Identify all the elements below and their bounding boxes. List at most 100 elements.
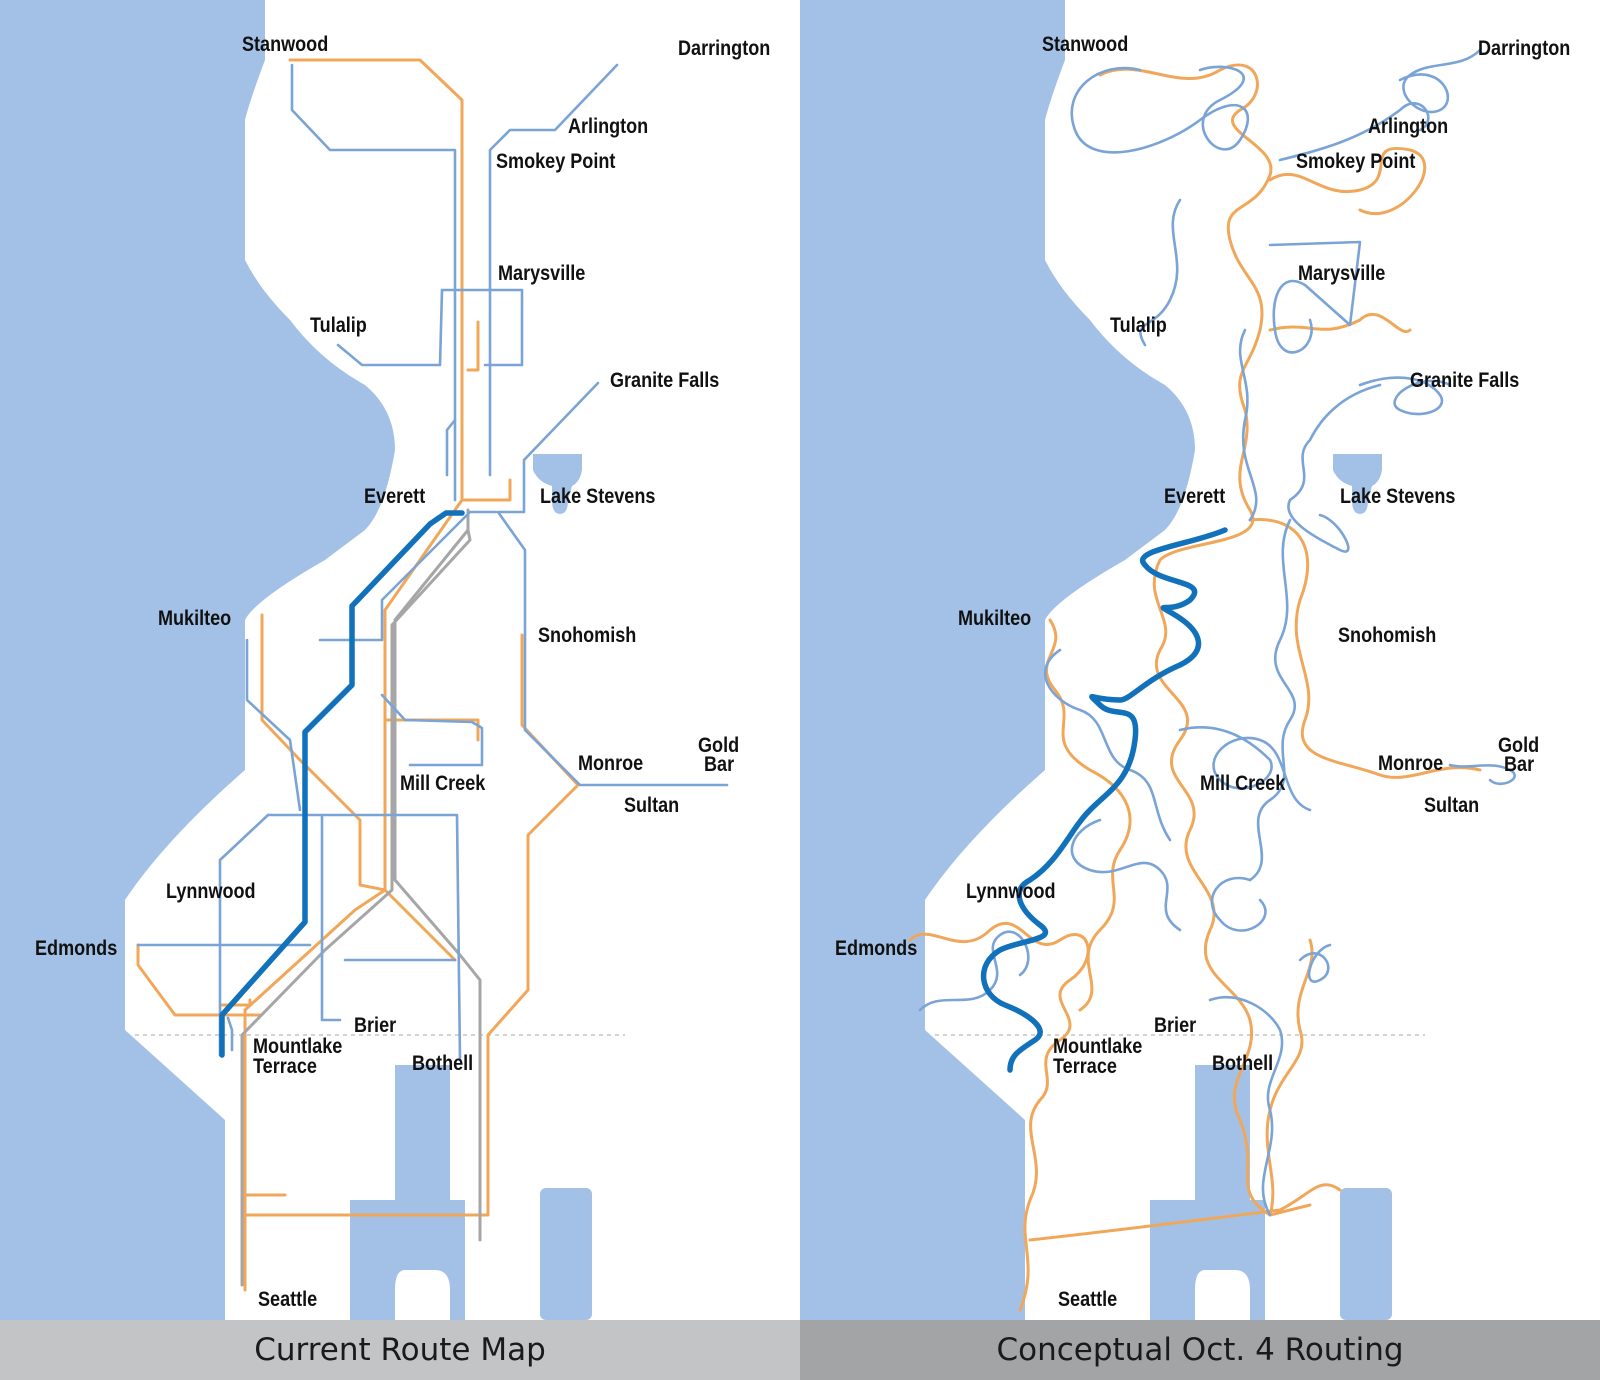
commuter-route: [908, 921, 1090, 1312]
panel-caption: Conceptual Oct. 4 Routing: [800, 1320, 1600, 1380]
lake-washington: [350, 1065, 465, 1320]
local-route: [1139, 198, 1182, 347]
water-bodies: [800, 0, 1392, 1320]
express-routes: [240, 508, 482, 1287]
label-lake-stevens: Lake Stevens: [1340, 485, 1456, 509]
local-route: [318, 510, 498, 642]
label-gold: Gold: [698, 734, 739, 758]
local-route: [266, 813, 462, 1062]
label-mukilteo: Mukilteo: [958, 607, 1031, 631]
label-monroe: Monroe: [1378, 752, 1443, 776]
label-edmonds: Edmonds: [35, 937, 117, 961]
commuter-route: [1098, 63, 1312, 1217]
commuter-route: [243, 58, 464, 1292]
lake-stevens: [533, 454, 582, 514]
conceptual-route-map: Stanwood Darrington Arlington Smokey Poi…: [800, 0, 1570, 1320]
local-route: [290, 63, 457, 502]
commuter-route: [1265, 938, 1314, 1217]
local-routes-squiggle: [918, 48, 1516, 1217]
swift-brt: [219, 510, 465, 1058]
label-arlington: Arlington: [1368, 115, 1448, 139]
commuter-route: [1028, 1183, 1342, 1242]
commuter-route: [136, 943, 262, 1017]
local-route: [1268, 240, 1362, 354]
label-edmonds: Edmonds: [835, 937, 917, 961]
commuter-route: [1045, 618, 1132, 1012]
label-snohomish: Snohomish: [538, 624, 636, 648]
local-route: [1278, 102, 1430, 162]
label-monroe: Monroe: [578, 752, 643, 776]
label-sultan: Sultan: [1424, 794, 1479, 818]
label-granite-falls: Granite Falls: [1410, 369, 1519, 393]
lake-sammamish: [540, 1188, 592, 1320]
label-mountlake: Mountlake: [1053, 1035, 1142, 1059]
local-route: [496, 381, 729, 787]
label-everett: Everett: [1164, 485, 1226, 509]
label-arlington: Arlington: [568, 115, 648, 139]
place-labels: Stanwood Darrington Arlington Smokey Poi…: [35, 33, 770, 1312]
label-smokey-point: Smokey Point: [1296, 150, 1416, 174]
local-route: [380, 693, 484, 767]
label-stanwood: Stanwood: [1042, 33, 1128, 57]
label-mukilteo: Mukilteo: [158, 607, 231, 631]
label-smokey-point: Smokey Point: [496, 150, 616, 174]
label-brier: Brier: [1154, 1014, 1196, 1038]
commuter-route: [1248, 518, 1482, 779]
local-route: [1238, 328, 1258, 522]
label-everett: Everett: [364, 485, 426, 509]
lake-washington: [1150, 1065, 1265, 1320]
local-route: [1248, 518, 1297, 882]
local-route: [1448, 763, 1516, 786]
commuter-routes-squiggle: [908, 63, 1482, 1312]
label-snohomish: Snohomish: [1338, 624, 1436, 648]
water-bodies: [0, 0, 592, 1320]
label-marysville: Marysville: [498, 262, 585, 286]
panel-current-route-map: Stanwood Darrington Arlington Smokey Poi…: [0, 0, 800, 1380]
label-terrace: Terrace: [253, 1055, 317, 1079]
label-lake-stevens: Lake Stevens: [540, 485, 656, 509]
commuter-route: [1268, 147, 1427, 215]
local-route: [336, 288, 524, 367]
express-route: [240, 528, 472, 1287]
label-darrington: Darrington: [678, 37, 770, 61]
local-route: [1070, 65, 1250, 154]
local-route: [1210, 876, 1267, 932]
label-lynnwood: Lynnwood: [166, 880, 256, 904]
label-seattle: Seattle: [258, 1288, 317, 1312]
local-route: [1358, 376, 1452, 416]
swift-brt-squiggle: [981, 527, 1228, 1073]
label-marysville: Marysville: [1298, 262, 1385, 286]
panel-conceptual-routing: Stanwood Darrington Arlington Smokey Poi…: [800, 0, 1600, 1380]
local-route: [226, 1016, 234, 1052]
local-route: [1070, 818, 1182, 932]
local-route: [320, 813, 342, 1022]
local-route: [245, 638, 302, 812]
label-terrace: Terrace: [1053, 1055, 1117, 1079]
label-tulalip: Tulalip: [1110, 314, 1167, 338]
local-route: [218, 813, 270, 1057]
lake-stevens: [1333, 454, 1382, 514]
place-labels: Stanwood Darrington Arlington Smokey Poi…: [835, 33, 1570, 1312]
label-sultan: Sultan: [624, 794, 679, 818]
label-stanwood: Stanwood: [242, 33, 328, 57]
local-route: [445, 418, 457, 477]
label-bar: Bar: [1504, 753, 1534, 777]
commuter-route: [466, 320, 480, 372]
label-mill-creek: Mill Creek: [400, 772, 485, 796]
commuter-route: [460, 478, 512, 502]
current-route-map: Stanwood Darrington Arlington Smokey Poi…: [0, 0, 770, 1320]
puget-sound: [800, 0, 1195, 1320]
label-seattle: Seattle: [1058, 1288, 1117, 1312]
local-route: [488, 63, 619, 477]
local-route: [1287, 383, 1382, 553]
commuter-route: [1268, 312, 1412, 334]
label-mountlake: Mountlake: [253, 1035, 342, 1059]
swift-brt-route: [981, 527, 1228, 1073]
label-lynnwood: Lynnwood: [966, 880, 1056, 904]
local-route: [1178, 726, 1312, 812]
panel-caption: Current Route Map: [0, 1320, 800, 1380]
local-route: [1298, 943, 1332, 983]
label-darrington: Darrington: [1478, 37, 1570, 61]
lake-sammamish: [1340, 1188, 1392, 1320]
label-granite-falls: Granite Falls: [610, 369, 719, 393]
